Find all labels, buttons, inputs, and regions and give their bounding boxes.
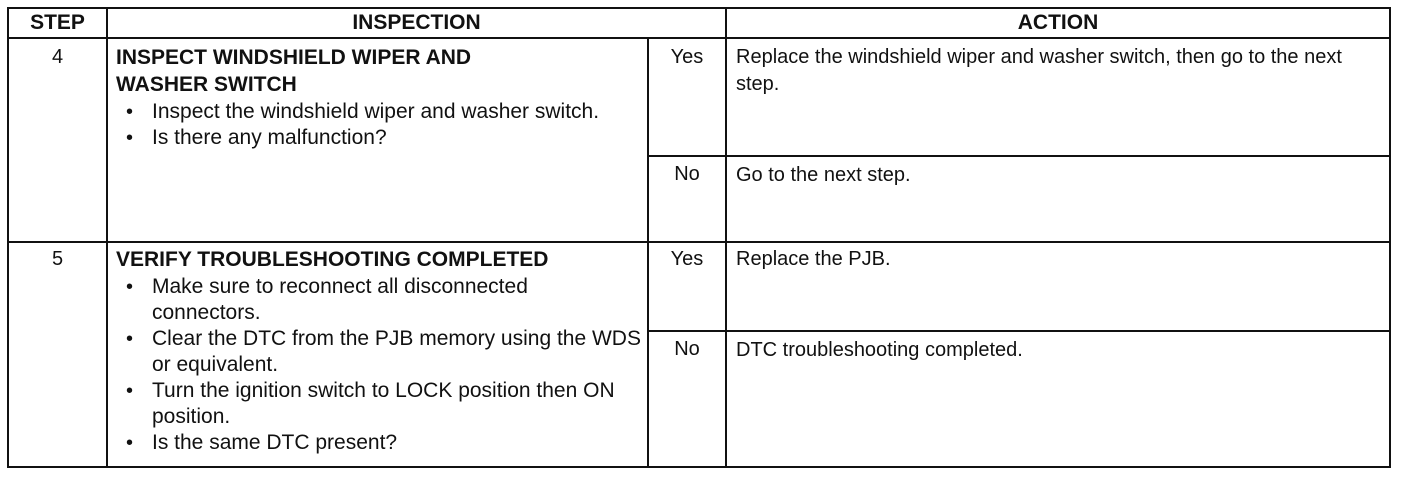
inspection-bullet: Is there any malfunction? bbox=[116, 125, 646, 151]
inspection-bullet: Is the same DTC present? bbox=[116, 430, 646, 456]
action-no: Go to the next step. bbox=[736, 164, 911, 186]
action-column-divider bbox=[725, 9, 727, 466]
inspection-title-line: VERIFY TROUBLESHOOTING COMPLETED bbox=[116, 248, 549, 271]
yes-label: Yes bbox=[670, 46, 704, 68]
row-divider bbox=[9, 241, 1389, 243]
answer-divider-row4 bbox=[647, 37, 649, 241]
step-number: 5 bbox=[51, 248, 64, 270]
action-no: DTC troubleshooting completed. bbox=[736, 339, 1023, 361]
step-number: 4 bbox=[51, 46, 64, 68]
diagnostic-table: STEP INSPECTION ACTION 4 INSPECT WINDSHI… bbox=[7, 7, 1391, 468]
header-step: STEP bbox=[30, 11, 85, 34]
inspection-cell: INSPECT WINDSHIELD WIPER AND WASHER SWIT… bbox=[116, 44, 646, 151]
yes-no-divider-row5 bbox=[647, 330, 1389, 332]
header-action: ACTION bbox=[1017, 11, 1099, 34]
inspection-bullet: Turn the ignition switch to LOCK positio… bbox=[116, 378, 646, 430]
no-label: No bbox=[674, 338, 700, 360]
answer-divider-row5 bbox=[647, 241, 649, 466]
inspection-bullet: Inspect the windshield wiper and washer … bbox=[116, 99, 646, 125]
action-yes: Replace the windshield wiper and washer … bbox=[736, 46, 1342, 95]
inspection-title-line: INSPECT WINDSHIELD WIPER AND bbox=[116, 46, 472, 69]
inspection-bullet-list: Inspect the windshield wiper and washer … bbox=[116, 99, 646, 151]
inspection-bullet: Make sure to reconnect all disconnected … bbox=[116, 274, 646, 326]
yes-no-divider-row4 bbox=[647, 155, 1389, 157]
header-inspection: INSPECTION bbox=[352, 11, 481, 34]
action-yes: Replace the PJB. bbox=[736, 248, 891, 270]
inspection-bullet-list: Make sure to reconnect all disconnected … bbox=[116, 274, 646, 456]
no-label: No bbox=[674, 163, 700, 185]
inspection-title-line: WASHER SWITCH bbox=[116, 73, 297, 96]
inspection-cell: VERIFY TROUBLESHOOTING COMPLETED Make su… bbox=[116, 246, 646, 456]
step-column-divider bbox=[106, 9, 108, 466]
header-divider bbox=[9, 37, 1389, 39]
inspection-title: INSPECT WINDSHIELD WIPER AND WASHER SWIT… bbox=[116, 44, 646, 98]
yes-label: Yes bbox=[670, 248, 704, 270]
inspection-title: VERIFY TROUBLESHOOTING COMPLETED bbox=[116, 246, 646, 273]
inspection-bullet: Clear the DTC from the PJB memory using … bbox=[116, 326, 646, 378]
